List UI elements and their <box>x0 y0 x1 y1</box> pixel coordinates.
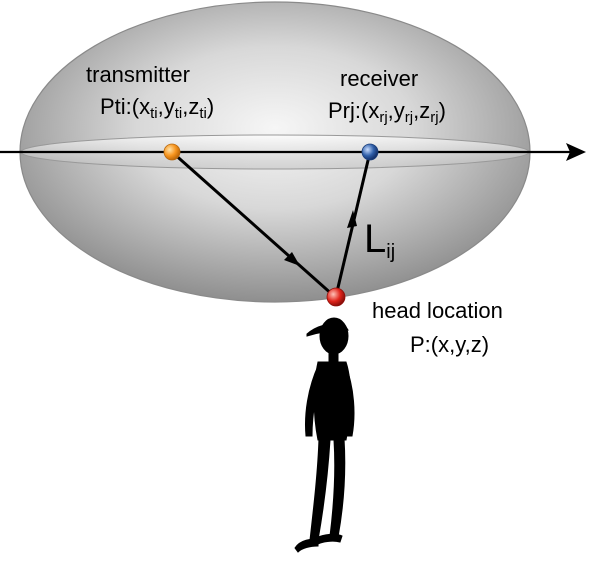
path-arrowhead-icon <box>284 252 300 266</box>
receiver-coordinates: Prj:(xrj,yrj,zrj) <box>328 98 446 126</box>
horizontal-axis-arrow <box>0 143 586 161</box>
transmitter-point <box>163 143 181 161</box>
transmitter-title: transmitter <box>86 62 190 87</box>
transmitter-coordinates: Pti:(xti,yti,zti) <box>100 94 214 122</box>
person-silhouette-icon <box>294 317 355 553</box>
head-location-coordinates: P:(x,y,z) <box>410 332 489 357</box>
path-arrowhead-icon <box>347 210 357 228</box>
head-location-title: head location <box>372 298 503 323</box>
receiver-point <box>361 143 379 161</box>
transmitter-to-head-path <box>171 150 335 298</box>
head-to-receiver-path <box>334 151 372 297</box>
head-location-point <box>326 287 346 307</box>
receiver-title: receiver <box>340 66 418 91</box>
path-length-label: Lij <box>364 217 395 263</box>
